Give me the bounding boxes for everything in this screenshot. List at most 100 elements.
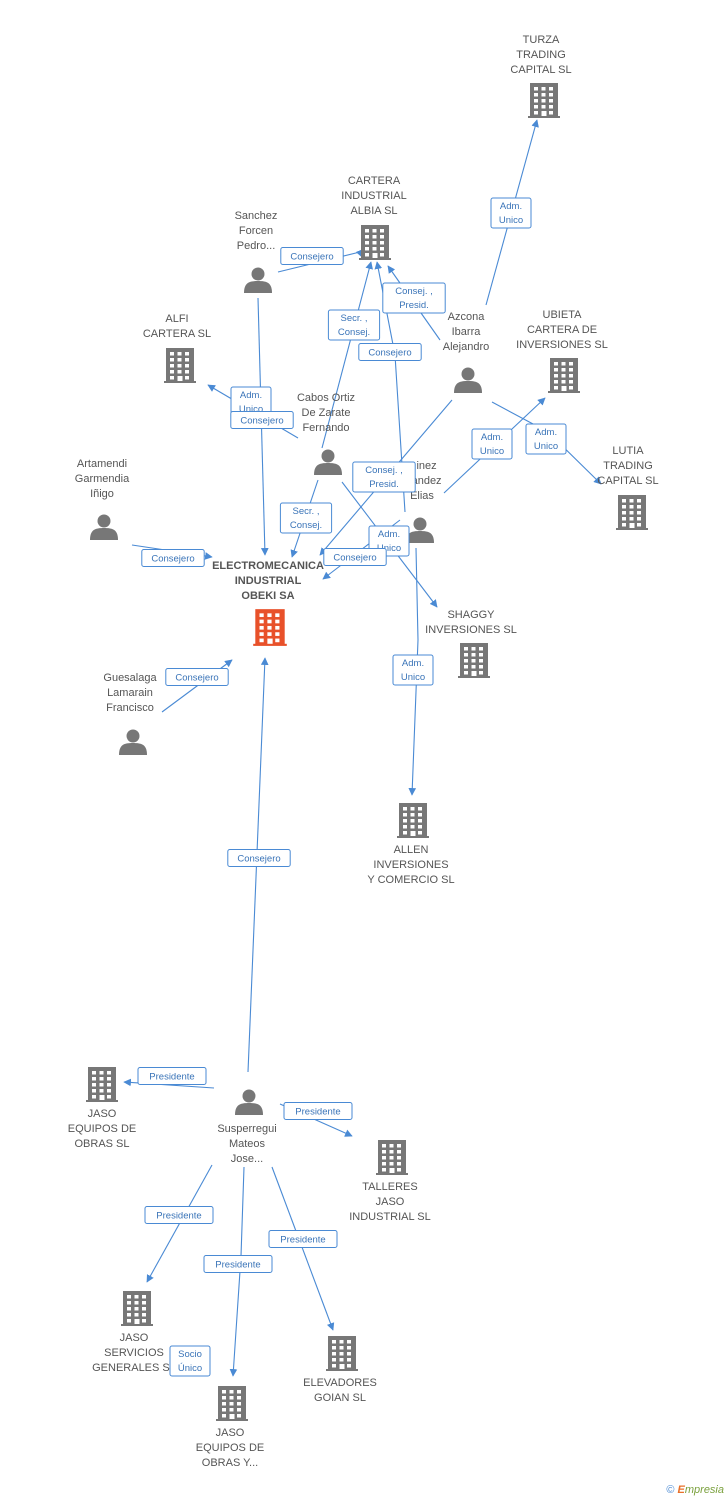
relation-label-text: Unico xyxy=(401,672,425,683)
relation-label-box xyxy=(268,1230,338,1248)
relation-label[interactable]: Adm.Unico xyxy=(525,423,567,455)
node-label: Lamarain xyxy=(107,687,153,699)
node-label: ALLEN xyxy=(394,844,429,856)
relation-label[interactable]: Consejero xyxy=(230,411,294,429)
relation-label-text: Consej. xyxy=(338,327,370,338)
relation-label-text: Unico xyxy=(239,404,263,415)
node-label: CARTERA xyxy=(348,175,401,187)
relation-label[interactable]: Adm.Unico xyxy=(471,428,513,460)
node-sanchez[interactable]: SanchezForcenPedro... xyxy=(235,210,278,293)
relation-label[interactable]: Presidente xyxy=(283,1102,353,1120)
node-jaso-equipos-y[interactable]: JASO EQUIPOS DE OBRAS Y... xyxy=(196,1386,264,1469)
relation-label[interactable]: Presidente xyxy=(268,1230,338,1248)
node-label: JASO xyxy=(216,1427,245,1439)
relation-label[interactable]: Secr. ,Consej. xyxy=(279,502,333,534)
building-icon xyxy=(616,495,648,530)
node-label: EQUIPOS DE xyxy=(68,1123,136,1135)
relation-label-box xyxy=(283,1102,353,1120)
node-label: SERVICIOS xyxy=(104,1347,164,1359)
relation-label-box xyxy=(323,548,387,566)
relation-label-box xyxy=(471,428,513,460)
relation-label-box xyxy=(382,282,446,314)
relation-label-box xyxy=(490,197,532,229)
relation-label-text: Consejero xyxy=(240,416,283,427)
relation-label[interactable]: Consej. , Presid. xyxy=(382,282,446,314)
relation-label-text: Consej. , xyxy=(395,286,433,297)
node-label: INVERSIONES SL xyxy=(425,624,517,636)
relation-label[interactable]: Presidente xyxy=(137,1067,207,1085)
relation-label[interactable]: Consejero xyxy=(323,548,387,566)
node-label: INVERSIONES SL xyxy=(516,339,608,351)
node-label: JASO xyxy=(88,1108,117,1120)
node-label: Elias xyxy=(410,490,434,502)
relation-label-text: Adm. xyxy=(402,658,424,669)
node-label: EQUIPOS DE xyxy=(196,1442,264,1454)
relation-label[interactable]: Presidente xyxy=(144,1206,214,1224)
relation-label-text: Presid. xyxy=(399,300,429,311)
relation-label-box xyxy=(352,461,416,493)
relation-label[interactable]: Consejero xyxy=(141,549,205,567)
copyright-symbol: © xyxy=(666,1484,675,1496)
edge-line-e-cabos-albia xyxy=(321,261,373,449)
relation-label-text: Presidente xyxy=(280,1235,325,1246)
relation-label[interactable]: Presidente xyxy=(203,1255,273,1273)
relation-label[interactable]: Secr. ,Consej. xyxy=(327,309,381,341)
brand-logo-initial: E xyxy=(677,1484,685,1496)
relation-label-text: Consejero xyxy=(151,554,194,565)
node-label: TALLERES xyxy=(362,1181,417,1193)
building-icon xyxy=(216,1386,248,1421)
relation-label[interactable]: Consejero xyxy=(227,849,291,867)
node-label: OBRAS Y... xyxy=(202,1457,258,1469)
relation-label[interactable]: Consejero xyxy=(165,668,229,686)
node-label: UBIETA xyxy=(543,309,583,321)
relation-label-text: Adm. xyxy=(481,432,503,443)
node-label: ALFI xyxy=(165,313,188,325)
node-label: GENERALES SL xyxy=(92,1362,176,1374)
relation-label[interactable]: Consejero xyxy=(358,343,422,361)
node-label: Ibarra xyxy=(452,326,482,338)
node-jaso-equipos-obras[interactable]: JASO EQUIPOS DE OBRAS SL xyxy=(68,1067,136,1150)
building-icon xyxy=(253,609,287,646)
node-label: ELEVADORES xyxy=(303,1377,377,1389)
brand-footer[interactable]: ©Empresia xyxy=(666,1484,724,1496)
node-label: Mateos xyxy=(229,1138,266,1150)
node-label: CAPITAL SL xyxy=(597,475,658,487)
relation-label[interactable]: Adm.Unico xyxy=(490,197,532,229)
node-label: TRADING xyxy=(516,49,566,61)
relation-label-text: Secr. , xyxy=(293,506,320,517)
building-icon xyxy=(376,1140,408,1175)
relation-label[interactable]: Adm. Unico xyxy=(392,654,434,686)
relation-label-text: Consejero xyxy=(333,553,376,564)
relation-label-box xyxy=(392,654,434,686)
relation-label[interactable]: Consejero xyxy=(280,247,344,265)
relation-label-text: Socio xyxy=(178,1349,202,1360)
relation-label-box xyxy=(137,1067,207,1085)
relation-label-text: Unico xyxy=(499,215,523,226)
node-label: Susperregui xyxy=(217,1123,276,1135)
node-label: De Zarate xyxy=(302,407,351,419)
relation-label-text: Presidente xyxy=(295,1107,340,1118)
node-label: OBRAS SL xyxy=(74,1138,129,1150)
relation-label[interactable]: Consej. , Presid. xyxy=(352,461,416,493)
node-susperregui[interactable]: SusperreguiMateosJose... xyxy=(217,1089,277,1166)
relation-label-text: Consej. , xyxy=(365,465,403,476)
person-icon xyxy=(119,729,147,755)
relation-label-text: Presid. xyxy=(369,479,399,490)
